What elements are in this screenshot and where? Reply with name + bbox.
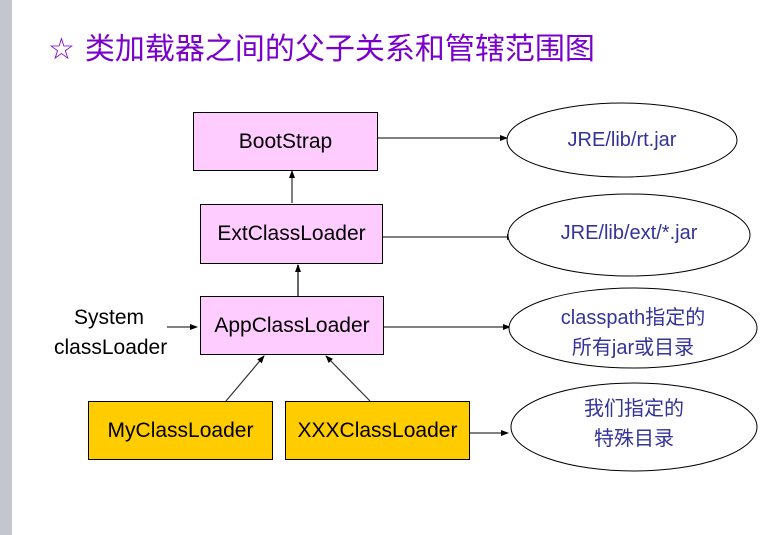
scope-oval-ext (507, 193, 751, 277)
slide-title: ☆ 类加载器之间的父子关系和管辖范围图 (48, 24, 595, 68)
scope-line: 特殊目录 (594, 428, 674, 450)
loader-box-ext: ExtClassLoader (200, 204, 383, 264)
scope-oval-custom (510, 382, 758, 472)
scope-text-ext: JRE/lib/ext/*.jar (508, 215, 750, 251)
scope-line: JRE/lib/ext/*.jar (560, 222, 698, 244)
side-label-line-1: System (73, 306, 144, 329)
scope-oval-app (508, 287, 758, 369)
loader-box-bootstrap: BootStrap (193, 112, 378, 171)
arrow-xxx-to-app (325, 355, 371, 402)
side-label-line-2: classLoader (54, 336, 168, 359)
slide-left-edge (0, 0, 12, 535)
scope-line: JRE/lib/rt.jar (567, 129, 677, 151)
loader-box-app: AppClassLoader (200, 296, 384, 355)
arrow-my-to-app (225, 355, 265, 402)
loader-box-my: MyClassLoader (88, 401, 273, 460)
title-text: 类加载器之间的父子关系和管辖范围图 (84, 32, 595, 67)
star-icon: ☆ (48, 32, 75, 67)
scope-line: 我们指定的 (584, 398, 684, 420)
scope-text-bootstrap: JRE/lib/rt.jar (507, 122, 737, 158)
loader-box-xxx: XXXClassLoader (285, 401, 470, 460)
loader-label-app: AppClassLoader (214, 313, 370, 337)
scope-text-app: classpath指定的 所有jar或目录 (509, 303, 757, 363)
system-classloader-label: System classLoader (54, 303, 168, 363)
scope-text-custom: 我们指定的 特殊目录 (511, 394, 757, 454)
loader-label-bootstrap: BootStrap (238, 129, 333, 153)
scope-line: 所有jar或目录 (571, 337, 695, 359)
scope-line: classpath指定的 (560, 307, 706, 329)
loader-label-xxx: XXXClassLoader (297, 418, 458, 442)
scope-oval-bootstrap (506, 102, 738, 178)
loader-label-ext: ExtClassLoader (217, 222, 366, 245)
loader-label-my: MyClassLoader (107, 418, 254, 442)
